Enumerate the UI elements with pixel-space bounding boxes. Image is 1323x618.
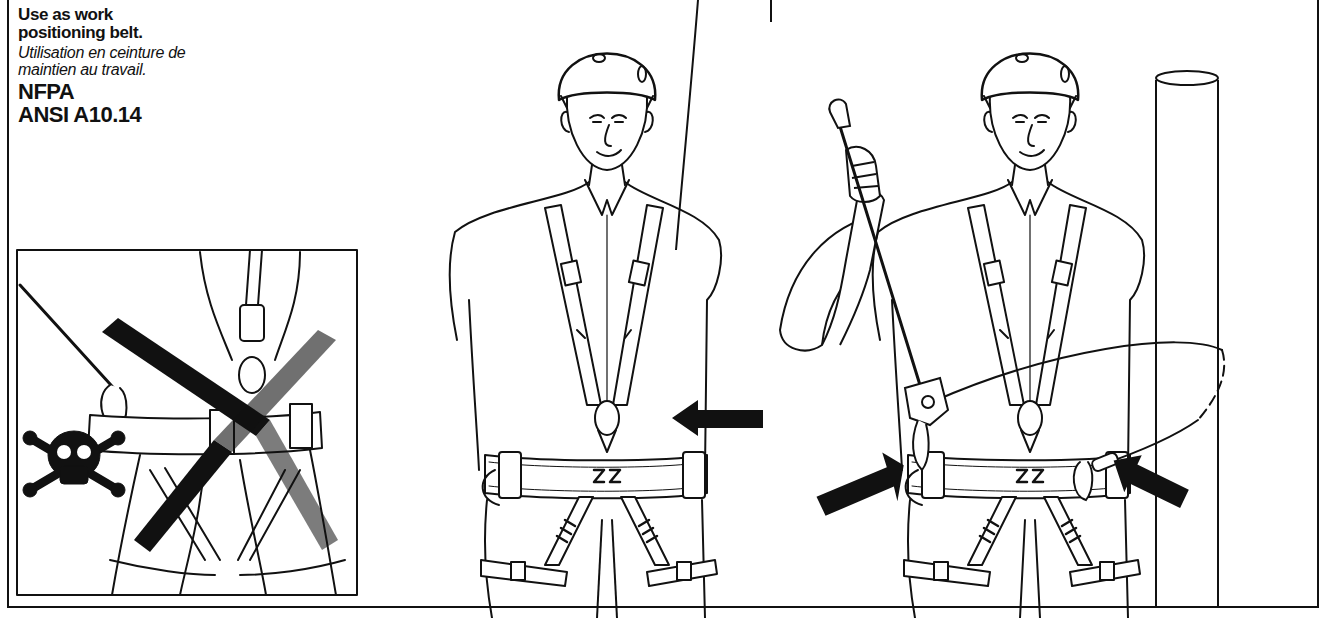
skull-symbol bbox=[23, 431, 125, 497]
lanyard bbox=[932, 342, 1222, 402]
harness-figure bbox=[873, 54, 1144, 618]
arrow-right bbox=[813, 450, 908, 516]
raised-arm bbox=[846, 147, 880, 202]
translation-note: Utilisation en ceinture de maintien au t… bbox=[18, 44, 196, 78]
inset bbox=[240, 305, 264, 341]
inset bbox=[17, 250, 357, 595]
rope-adjuster bbox=[905, 378, 948, 470]
skull-symbol bbox=[111, 431, 125, 445]
standard-label: ANSI A10.14 bbox=[18, 103, 141, 127]
heading: Use as work positioning belt. bbox=[18, 6, 168, 42]
skull-symbol bbox=[77, 445, 91, 459]
inset bbox=[20, 285, 120, 395]
skull-symbol bbox=[23, 431, 37, 445]
cross-mark bbox=[214, 330, 336, 452]
skull-symbol bbox=[57, 445, 71, 459]
lanyard bbox=[829, 99, 1224, 500]
inset bbox=[17, 250, 357, 595]
inset bbox=[88, 412, 322, 454]
frame bbox=[8, 0, 1318, 607]
pole bbox=[1156, 71, 1218, 607]
raised-arm bbox=[780, 147, 884, 351]
raised-arm bbox=[822, 191, 884, 345]
arrow-left bbox=[672, 400, 763, 436]
skull-symbol bbox=[111, 483, 125, 497]
inset bbox=[110, 560, 345, 575]
skull-symbol bbox=[60, 466, 88, 484]
panel-divider bbox=[770, 0, 772, 22]
inset bbox=[200, 250, 300, 360]
lanyard bbox=[1198, 350, 1224, 420]
standard-label: NFPA bbox=[18, 80, 74, 104]
cross-mark bbox=[134, 440, 232, 552]
cross-mark bbox=[102, 318, 338, 552]
skull-symbol bbox=[23, 483, 37, 497]
pole bbox=[1156, 71, 1218, 85]
rope-adjuster bbox=[905, 378, 948, 425]
harness-figure bbox=[450, 54, 721, 618]
lanyard bbox=[1074, 462, 1093, 500]
inset bbox=[290, 404, 312, 448]
rope-adjuster bbox=[913, 420, 929, 470]
lanyard bbox=[829, 99, 850, 128]
inset bbox=[112, 450, 336, 595]
rope-adjuster bbox=[922, 396, 934, 408]
cross-mark bbox=[256, 420, 338, 550]
inset bbox=[239, 357, 265, 393]
lanyard bbox=[838, 120, 924, 398]
arrow-left bbox=[1106, 449, 1194, 509]
